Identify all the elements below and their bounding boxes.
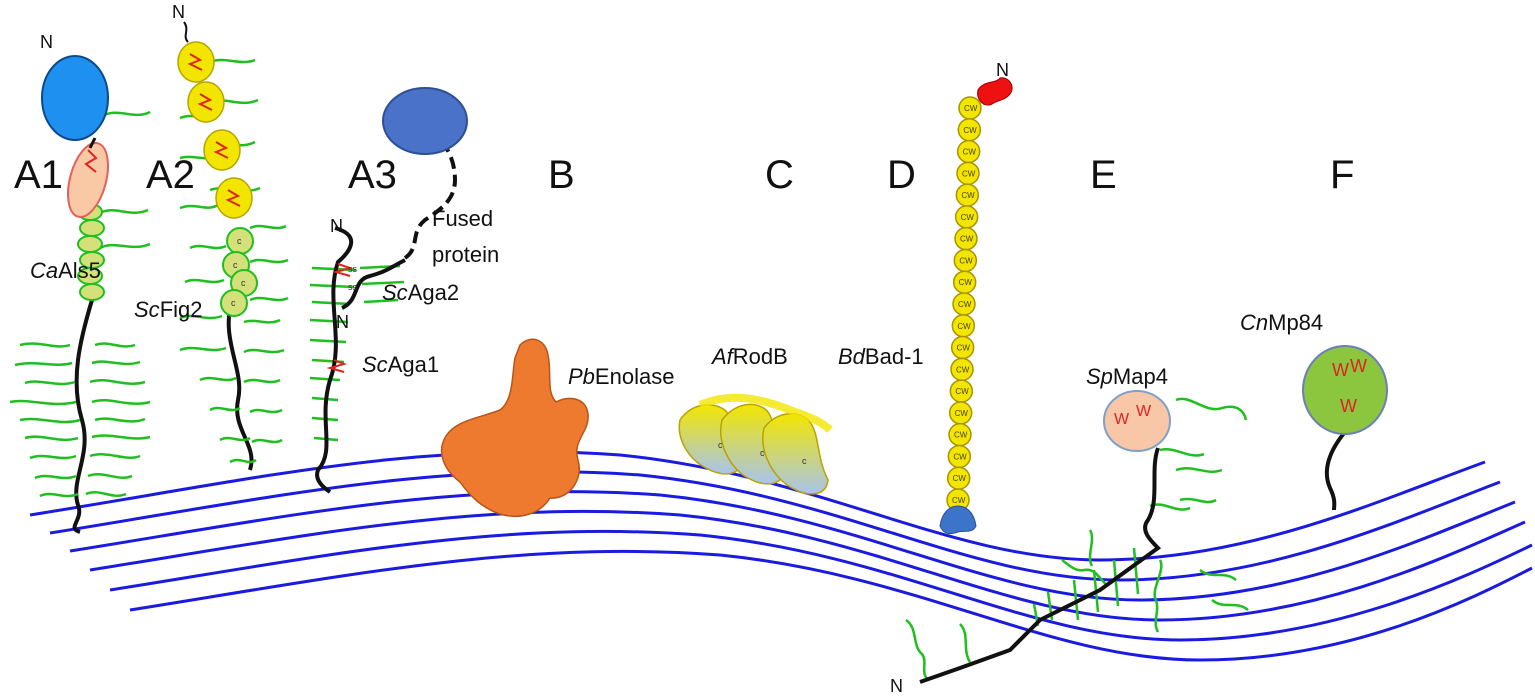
scaga-disulfide-1: ss	[348, 264, 358, 274]
scfig2-n-terminus: N	[172, 2, 185, 22]
protein-spmap4: W W N SpMap4	[890, 364, 1249, 696]
svg-text:c: c	[802, 456, 807, 466]
spmap4-head	[1103, 390, 1171, 452]
scaga2-label: ScAga2	[382, 280, 459, 305]
bdbad1-cw-repeat-label: CW	[963, 126, 977, 135]
svg-text:c: c	[233, 260, 238, 270]
panel-label-a3: A3	[348, 153, 397, 197]
spmap4-stalk	[919, 447, 1162, 684]
svg-text:c: c	[760, 448, 765, 458]
fused-protein-head	[382, 87, 468, 155]
bdbad1-cw-repeat-label: CW	[964, 104, 978, 113]
cell-wall-layers	[29, 450, 1533, 662]
scaga1-n-terminus: N	[330, 216, 343, 236]
bdbad1-cw-repeat-label: CW	[961, 191, 975, 200]
protein-afrodb: c c c AfRodB	[678, 344, 833, 495]
cnmp84-label: CnMp84	[1240, 310, 1323, 335]
bdbad1-cw-repeat-label: CW	[960, 235, 974, 244]
bdbad1-cw-repeat-label: CW	[963, 148, 977, 157]
panel-label-f: F	[1330, 153, 1354, 197]
bdbad1-cw-repeat-label: CW	[955, 387, 969, 396]
protein-scaga: ss ss N N Fused protein ScAga2 ScAga1	[309, 87, 499, 494]
cell-wall-layer-4	[89, 509, 1526, 622]
bdbad1-cw-repeat-label: CW	[953, 474, 967, 483]
scaga-disulfide-2: ss	[348, 282, 358, 292]
pbenolase-blob	[440, 338, 589, 518]
bdbad1-cw-repeat-label: CW	[962, 169, 976, 178]
cnmp84-unit-1: W	[1332, 360, 1349, 380]
scfig2-stalk	[226, 299, 254, 471]
scfig2-repeats	[177, 41, 253, 219]
bdbad1-cw-repeat-label: CW	[954, 431, 968, 440]
bdbad1-cw-repeats: CW CW CW CW CW CW CW CW CW CW CW CW CW CW CW CW CW CW CW	[946, 96, 982, 512]
caals5-stalk	[72, 299, 94, 534]
afrodb-hydrophobin-units: c c c	[678, 393, 833, 495]
protein-cnmp84: W W W CnMp84	[1240, 310, 1388, 511]
bdbad1-cw-repeat-label: CW	[952, 496, 966, 505]
bdbad1-n-head	[977, 77, 1013, 106]
bdbad1-cw-repeat-label: CW	[953, 452, 967, 461]
panel-label-c: C	[765, 153, 794, 197]
cell-wall-layer-3	[69, 490, 1516, 602]
bdbad1-cw-repeat-label: CW	[958, 300, 972, 309]
svg-text:c: c	[231, 298, 236, 308]
spmap4-n-terminus: N	[890, 676, 903, 696]
caals5-zigzag	[84, 149, 98, 173]
protein-scfig2: c c c c N ScFig2	[134, 2, 289, 471]
caals5-n-terminus: N	[40, 32, 53, 52]
cnmp84-unit-2: W	[1350, 356, 1367, 376]
caals5-t-domain	[67, 142, 109, 218]
panel-label-b: B	[548, 153, 575, 197]
caals5-helix	[77, 203, 105, 301]
protein-pbenolase: PbEnolase	[440, 338, 674, 518]
cnmp84-unit-3: W	[1340, 396, 1357, 416]
fused-protein-label-1: Fused	[432, 206, 493, 231]
pbenolase-label: PbEnolase	[568, 364, 674, 389]
spmap4-glycans	[905, 397, 1249, 681]
panel-label-e: E	[1090, 153, 1117, 197]
svg-text:c: c	[718, 440, 723, 450]
cell-wall-layer-5	[109, 529, 1533, 642]
bdbad1-cw-repeat-label: CW	[961, 213, 975, 222]
panel-label-d: D	[887, 153, 916, 197]
protein-caals5: N CaAls5	[9, 32, 151, 534]
bdbad1-anchor	[939, 505, 977, 535]
panel-label-a1: A1	[14, 153, 63, 197]
spmap4-unit-1: W	[1114, 411, 1130, 428]
panel-labels: A1 A2 A3 B C D E F	[14, 153, 1354, 197]
scaga1-stalk	[315, 226, 354, 494]
protein-bdbad1: N CWCWCWCWCWCWCWCWCWCWCWCWCWCWCWCWCWCWCW…	[838, 60, 1013, 535]
bdbad1-cw-repeat-label: CW	[955, 409, 969, 418]
scaga2-stalk	[340, 258, 406, 310]
afrodb-label: AfRodB	[710, 344, 788, 369]
scaga2-n-terminus: N	[336, 312, 349, 332]
fused-linker	[403, 138, 458, 260]
bdbad1-n-terminus: N	[996, 60, 1009, 80]
panel-label-a2: A2	[146, 153, 195, 197]
bdbad1-cw-repeat-label: CW	[959, 278, 973, 287]
scaga1-label: ScAga1	[362, 352, 439, 377]
bdbad1-cw-repeat-label: CW	[959, 256, 973, 265]
cnmp84-stalk	[1324, 430, 1347, 511]
caals5-head	[41, 55, 109, 141]
cell-wall-layer-6	[129, 549, 1533, 662]
svg-text:c: c	[237, 236, 242, 246]
cell-wall-layer-2	[49, 470, 1501, 582]
bdbad1-cw-repeat-label: CW	[957, 344, 971, 353]
bdbad1-cw-repeat-label: CW	[956, 365, 970, 374]
cnmp84-head	[1302, 345, 1388, 435]
bdbad1-label: BdBad-1	[838, 344, 924, 369]
cell-wall-layer-1	[29, 450, 1486, 562]
caals5-glycans	[9, 110, 151, 498]
spmap4-label: SpMap4	[1086, 364, 1168, 389]
svg-text:c: c	[241, 278, 246, 288]
bdbad1-cw-repeat-label: CW	[957, 322, 971, 331]
scfig2-label: ScFig2	[134, 297, 202, 322]
scfig2-cys-domains: c c c c	[220, 227, 258, 317]
fused-protein-label-2: protein	[432, 242, 499, 267]
caals5-label: CaAls5	[30, 258, 101, 283]
spmap4-unit-2: W	[1136, 403, 1152, 420]
